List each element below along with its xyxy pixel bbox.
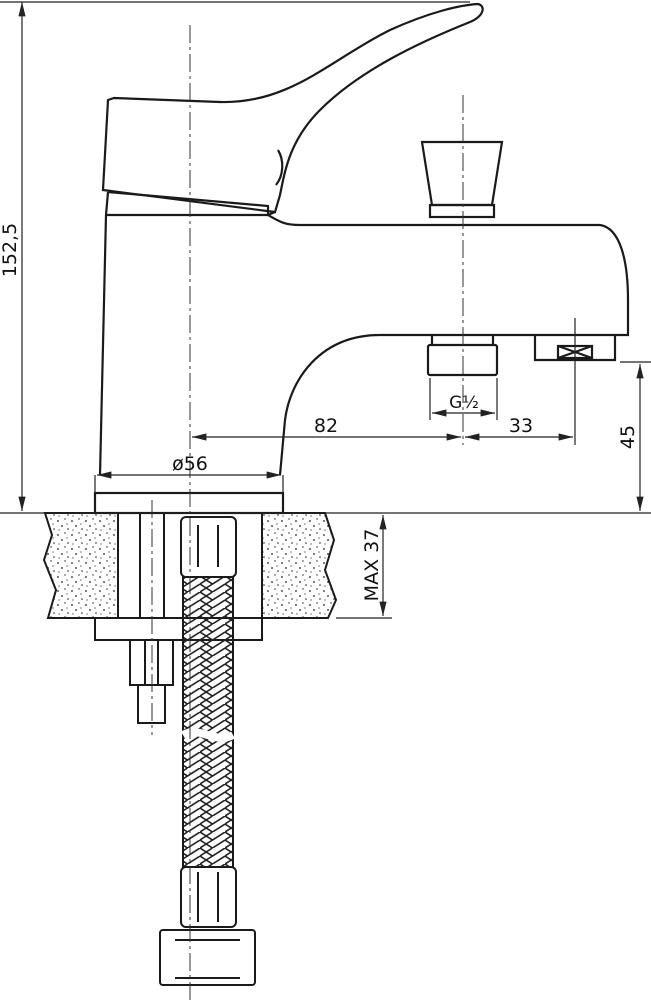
dim-max-thickness: MAX 37 (361, 529, 383, 602)
spout (267, 214, 630, 476)
hose-top-fitting (180, 516, 237, 578)
dim-base-diameter: ø56 (172, 453, 208, 475)
faucet-body (98, 191, 276, 476)
lever-handle (101, 2, 484, 214)
dim-total-height: 152,5 (0, 223, 21, 277)
base-plate (93, 491, 285, 515)
diverter-knob (420, 140, 504, 207)
dimension-labels: 152,5 82 33 G½ 45 ø56 MAX 37 (0, 223, 639, 602)
dim-aerator-offset: 33 (509, 415, 533, 437)
flexible-hose (182, 576, 234, 868)
dimension-lines (0, 1, 651, 619)
dim-spout-height: 45 (617, 425, 639, 449)
washer (94, 617, 263, 641)
hose-connector-nut (159, 929, 256, 986)
hose-bottom-fitting (180, 866, 237, 928)
dim-thread: G½ (449, 393, 479, 413)
mounting-hardware (94, 513, 263, 986)
dim-spout-reach: 82 (314, 415, 338, 437)
